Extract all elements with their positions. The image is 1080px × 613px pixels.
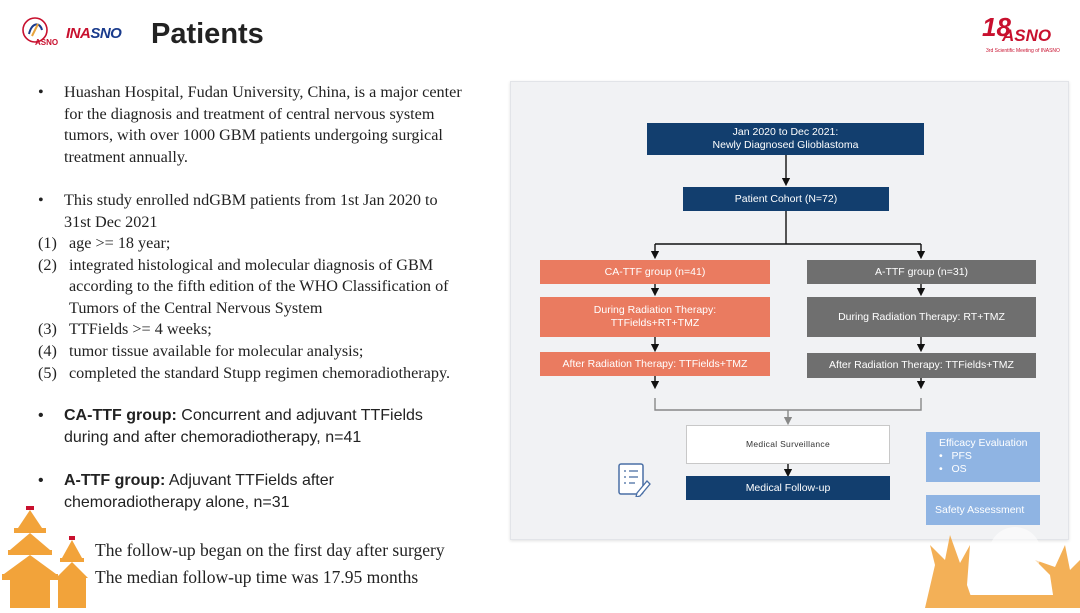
asno-18-logo-sub: 3rd Scientific Meeting of INASNO bbox=[986, 48, 1060, 54]
text-line: chemoradiotherapy alone, n=31 bbox=[64, 494, 290, 511]
box-text: Jan 2020 to Dec 2021: bbox=[732, 126, 839, 138]
inasno-logo-text-b: SNO bbox=[90, 25, 122, 42]
box-a-after-rt: After Radiation Therapy: TTFields+TMZ bbox=[807, 353, 1036, 378]
text-line: Huashan Hospital, Fudan University, Chin… bbox=[64, 83, 462, 101]
bullet-hospital: • Huashan Hospital, Fudan University, Ch… bbox=[38, 82, 462, 168]
temple-decoration bbox=[0, 500, 95, 608]
box-efficacy-evaluation: Efficacy Evaluation • PFS • OS bbox=[926, 432, 1040, 482]
box-ca-ttf-group: CA-TTF group (n=41) bbox=[540, 260, 770, 284]
text-line: Adjuvant TTFields after bbox=[165, 472, 334, 489]
bullet-enrollment: • This study enrolled ndGBM patients fro… bbox=[38, 190, 438, 233]
inasno-logo: INASNO bbox=[66, 20, 132, 48]
criteria-number: (1) bbox=[38, 234, 57, 252]
criteria-text: according to the fifth edition of the WH… bbox=[69, 277, 449, 296]
asno-18-logo-name: ASNO bbox=[1002, 26, 1052, 45]
text-line: The median follow-up time was 17.95 mont… bbox=[95, 567, 419, 587]
ca-ttf-label: CA-TTF group: bbox=[64, 407, 177, 424]
criteria-number: (5) bbox=[38, 363, 57, 382]
temple-decoration bbox=[905, 505, 1080, 608]
efficacy-title: Efficacy Evaluation bbox=[939, 437, 1028, 449]
box-ca-during-rt: During Radiation Therapy:TTFields+RT+TMZ bbox=[540, 297, 770, 337]
criteria-list: (1) age >= 18 year; (2) integrated histolo… bbox=[38, 233, 508, 384]
criteria-text: tumor tissue available for molecular ana… bbox=[69, 341, 364, 360]
text-line: for the diagnosis and treatment of centr… bbox=[64, 104, 435, 123]
criteria-text: TTFields >= 4 weeks; bbox=[69, 320, 212, 339]
bullet-dot: • bbox=[38, 407, 44, 424]
text-line: tumors, with over 1000 GBM patients unde… bbox=[64, 126, 443, 145]
box-text: Newly Diagnosed Glioblastoma bbox=[712, 139, 859, 151]
efficacy-item-label: PFS bbox=[951, 450, 972, 462]
box-safety-assessment: Safety Assessment bbox=[926, 495, 1040, 525]
box-a-during-rt: During Radiation Therapy: RT+TMZ bbox=[807, 297, 1036, 337]
criteria-number: (3) bbox=[38, 320, 57, 339]
criteria-text: Tumors of the Central Nervous System bbox=[69, 298, 323, 317]
document-checklist-icon bbox=[617, 463, 651, 498]
box-ca-after-rt: After Radiation Therapy: TTFields+TMZ bbox=[540, 352, 770, 376]
box-study-period: Jan 2020 to Dec 2021:Newly Diagnosed Gli… bbox=[647, 123, 924, 155]
asno-18-logo-number: 18 bbox=[982, 12, 1011, 42]
box-patient-cohort: Patient Cohort (N=72) bbox=[683, 187, 889, 211]
bullet-dot: • bbox=[38, 472, 44, 489]
box-medical-surveillance: Medical Surveillance bbox=[686, 425, 890, 464]
inasno-logo-text-a: INA bbox=[66, 25, 91, 42]
efficacy-item: • PFS bbox=[939, 450, 972, 462]
asno-logo: ASNO bbox=[20, 16, 58, 50]
a-ttf-label: A-TTF group: bbox=[64, 472, 166, 489]
asno-18-logo: 18 ASNO 3rd Scientific Meeting of INASNO bbox=[980, 12, 1062, 58]
text-line: The follow-up began on the first day aft… bbox=[95, 540, 445, 560]
page-title: Patients bbox=[151, 18, 264, 50]
text-line: treatment annually. bbox=[64, 147, 188, 166]
box-medical-follow-up: Medical Follow-up bbox=[686, 476, 890, 500]
follow-up-note: The follow-up began on the first day aft… bbox=[95, 537, 445, 591]
criteria-text: age >= 18 year; bbox=[69, 234, 171, 252]
efficacy-item: • OS bbox=[939, 463, 967, 475]
criteria-text: integrated histological and molecular di… bbox=[69, 255, 434, 274]
criteria-text: completed the standard Stupp regimen che… bbox=[69, 363, 451, 382]
box-a-ttf-group: A-TTF group (n=31) bbox=[807, 260, 1036, 284]
efficacy-list: • PFS • OS bbox=[939, 450, 1028, 476]
bullet-a-ttf: • A-TTF group: Adjuvant TTFields after c… bbox=[38, 470, 334, 514]
bullet-ca-ttf: • CA-TTF group: Concurrent and adjuvant … bbox=[38, 405, 423, 449]
bullet-dot: • bbox=[38, 83, 44, 101]
asno-logo-text: ASNO bbox=[35, 38, 59, 47]
criteria-number: (2) bbox=[38, 255, 57, 274]
text-line: 31st Dec 2021 bbox=[64, 212, 158, 231]
box-text: TTFields+RT+TMZ bbox=[610, 317, 700, 329]
box-text: During Radiation Therapy: bbox=[593, 304, 717, 316]
criteria-number: (4) bbox=[38, 341, 57, 360]
text-line: This study enrolled ndGBM patients from … bbox=[64, 191, 438, 209]
text-line: during and after chemoradiotherapy, n=41 bbox=[64, 429, 362, 446]
text-line: Concurrent and adjuvant TTFields bbox=[176, 407, 423, 424]
bullet-dot: • bbox=[38, 191, 44, 209]
efficacy-item-label: OS bbox=[951, 463, 967, 475]
